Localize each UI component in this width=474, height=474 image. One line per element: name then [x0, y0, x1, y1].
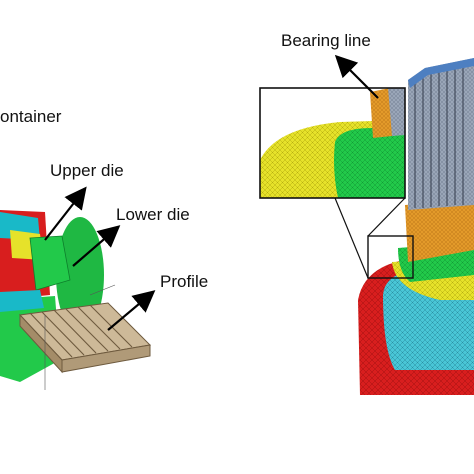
bearing-line-label: Bearing line — [281, 31, 371, 50]
fe-bearing-band — [405, 200, 474, 262]
lower-die-label: Lower die — [116, 205, 190, 224]
upper-die-label: Upper die — [50, 161, 124, 180]
inset-profile — [388, 88, 405, 136]
inset-frame — [259, 87, 406, 199]
arrow-bearing-line — [334, 54, 379, 99]
left-die-assembly — [0, 210, 152, 390]
feeder-cyan — [0, 290, 44, 312]
inset-bearing — [370, 88, 392, 138]
inset-connector-top — [367, 197, 406, 237]
pointer-arrows — [44, 54, 379, 331]
detail-region-box — [367, 235, 414, 279]
fe-profile-fins — [414, 62, 464, 208]
detail-inset — [259, 87, 406, 279]
inset-green-die — [334, 128, 405, 198]
profile-extrusion — [18, 302, 152, 374]
fe-profile — [408, 58, 474, 210]
right-fe-model — [358, 58, 474, 395]
arrow-profile — [107, 290, 156, 331]
die-face-green — [56, 217, 104, 333]
arrow-upper-die — [44, 186, 87, 241]
container-label: ontainer — [0, 107, 62, 126]
inset-connector-bottom — [334, 197, 369, 279]
arrow-lower-die — [72, 225, 121, 267]
profile-label: Profile — [160, 272, 209, 291]
lower-die-body — [29, 235, 71, 291]
